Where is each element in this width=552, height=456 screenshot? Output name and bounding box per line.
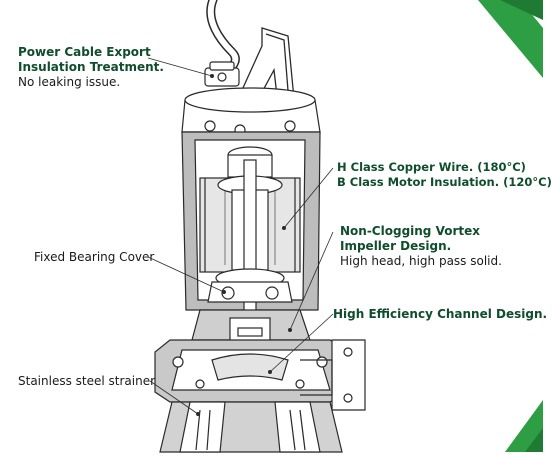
leader-dot-strainer [196, 412, 200, 416]
bottom-right-accent-stripe [505, 400, 543, 452]
seal-chamber [191, 309, 311, 359]
vortex-title: Non-Clogging Vortex [340, 224, 480, 238]
pump-diagram: Power Cable Export Insulation Treatment.… [18, 0, 552, 453]
leader-copper-wire [283, 167, 334, 229]
callout-vortex: Non-Clogging Vortex Impeller Design. Hig… [340, 224, 502, 269]
leader-dot-vortex [288, 328, 292, 332]
leader-strainer [149, 380, 199, 415]
power-cable-title-2: Insulation Treatment. [18, 60, 164, 74]
strainer-base [159, 401, 343, 453]
callout-bearing: Fixed Bearing Cover [34, 250, 154, 265]
discharge-flange [300, 339, 366, 411]
leader-bearing [147, 256, 225, 293]
power-cable [206, 0, 240, 77]
top-right-accent-stripe-dark [500, 0, 543, 20]
vortex-title-2: Impeller Design. [340, 239, 452, 253]
callout-copper-wire: H Class Copper Wire. (180°C) B Class Mot… [337, 160, 552, 190]
cable-gland [204, 61, 240, 87]
bearing-cover [207, 281, 293, 303]
power-cable-note: No leaking issue. [18, 75, 121, 89]
callout-channel: High Efficiency Channel Design. [333, 307, 547, 322]
copper-wire-line-2: B Class Motor Insulation. (120°C) [337, 175, 552, 189]
callout-strainer: Stainless steel strainer [18, 374, 155, 389]
vortex-note: High head, high pass solid. [340, 254, 502, 268]
pump-illustration [147, 0, 543, 453]
motor-housing-top [181, 87, 321, 136]
leader-dot-channel [268, 370, 272, 374]
leader-dot-power-cable [210, 74, 214, 78]
rotor-shaft [215, 146, 285, 331]
volute-casing [154, 339, 349, 403]
leader-power-cable [147, 57, 213, 77]
top-right-accent-stripe [478, 0, 543, 78]
channel-label: High Efficiency Channel Design. [333, 307, 548, 321]
bearing-label: Fixed Bearing Cover [34, 250, 155, 264]
callout-power-cable: Power Cable Export Insulation Treatment.… [18, 45, 164, 90]
copper-wire-line-1: H Class Copper Wire. (180°C) [337, 160, 526, 174]
leader-channel [269, 313, 334, 373]
leader-dot-copper-wire [282, 226, 286, 230]
power-cable-title: Power Cable Export [18, 45, 151, 59]
leader-vortex [289, 231, 334, 331]
strainer-label: Stainless steel strainer [18, 374, 156, 388]
leader-dot-bearing [222, 290, 226, 294]
bottom-right-accent-stripe-dark [525, 428, 543, 452]
